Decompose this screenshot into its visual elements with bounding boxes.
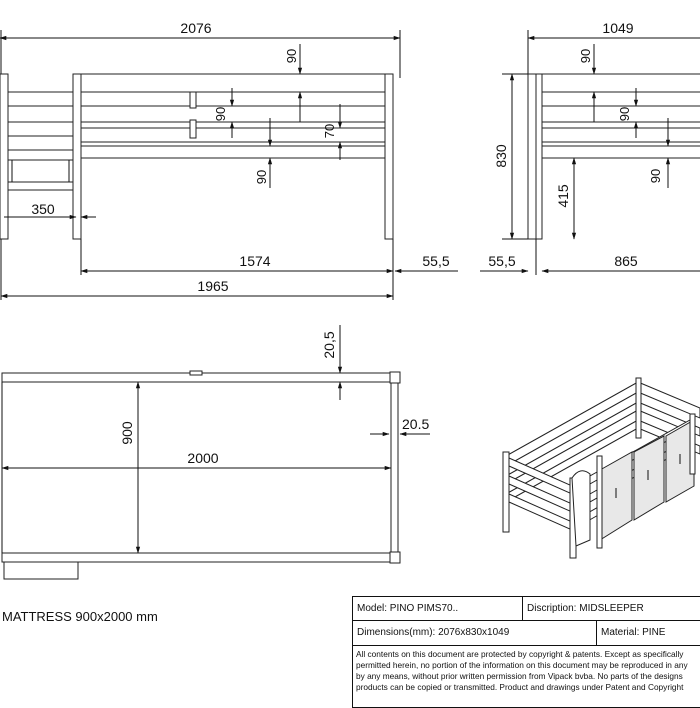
side-rail-4 [541,145,700,159]
dim-side-rail-spacing-low: 90 [648,169,663,183]
dim-side-deck-height: 415 [555,184,571,208]
iso-post-front-right [596,455,603,549]
front-rail-2 [80,105,386,123]
dim-side-inner-width: 865 [614,253,638,269]
front-tab-1 [189,91,197,109]
front-view: 2076 90 90 70 90 35 [0,20,458,300]
title-block-row-2: Dimensions(mm): 2076x830x1049 Material: … [353,620,700,646]
front-bottom-rail [7,181,74,191]
dim-top-side-offset: 20.5 [402,416,429,432]
isometric-view [502,377,700,559]
front-ladder-rung-2 [7,121,74,137]
side-rail-1 [541,73,700,93]
dim-side-height: 830 [493,144,509,168]
dim-side-overall-width: 1049 [602,20,633,36]
dim-side-rail-spacing-mid: 90 [617,107,632,121]
side-rail-3 [541,127,700,143]
front-rail-3 [80,127,386,143]
top-post-small [189,370,203,376]
side-left-post [527,73,537,240]
iso-drawer-2 [633,435,665,521]
top-ladder-step [3,561,79,580]
top-view: 20,5 900 2000 20.5 [1,325,430,580]
dim-front-post-offset: 55,5 [422,253,449,269]
top-frame-side-right [390,381,399,554]
front-rail-1 [80,73,386,93]
dim-front-rail-spacing-top: 90 [284,49,299,63]
title-block: Model: PINO PIMS70.. Discription: MIDSLE… [352,596,700,708]
front-ladder-rung-3 [7,149,74,161]
dim-front-rail-length: 1574 [239,253,270,269]
top-frame-rail-bottom [1,552,399,563]
side-rail-2 [541,105,700,123]
model-cell: Model: PINO PIMS70.. [353,597,523,620]
dim-front-ladder-offset: 350 [31,201,55,217]
side-inner-post [535,73,543,240]
dim-side-post-offset: 55,5 [488,253,515,269]
iso-post-right-end [689,413,696,475]
dim-front-inner-length: 1965 [197,278,228,294]
copyright-notice: All contents on this document are protec… [356,649,688,692]
description-cell: Discription: MIDSLEEPER [527,603,644,614]
dim-front-rail-spacing-mid: 90 [213,107,228,121]
material-cell: Material: PINE [601,627,666,638]
dim-top-edge-offset: 20,5 [321,331,337,358]
front-rail-4 [80,145,386,159]
side-view: 1049 830 415 90 90 90 55,5 865 [480,20,700,275]
iso-post-back-left [635,377,642,439]
title-block-row-1: Model: PINO PIMS70.. Discription: MIDSLE… [353,597,700,621]
front-right-post [384,73,394,240]
mattress-note: MATTRESS 900x2000 mm [2,609,158,624]
front-tab-2 [189,119,197,139]
iso-post-front-left [502,451,510,533]
top-corner-post-tr [389,371,401,384]
front-left-post [0,73,9,240]
dim-front-rail-spacing-low: 90 [254,170,269,184]
top-corner-post-br [389,551,401,564]
dimensions-cell: Dimensions(mm): 2076x830x1049 [353,620,597,645]
dim-side-rail-spacing-top: 90 [578,49,593,63]
dim-top-inner-length: 2000 [187,450,218,466]
dim-front-rail-spacing-70: 70 [322,124,337,138]
front-ladder-rung-1 [7,91,74,107]
dim-top-inner-width: 900 [119,421,135,445]
front-ladder-post [72,73,82,240]
dim-front-overall-width: 2076 [180,20,211,36]
